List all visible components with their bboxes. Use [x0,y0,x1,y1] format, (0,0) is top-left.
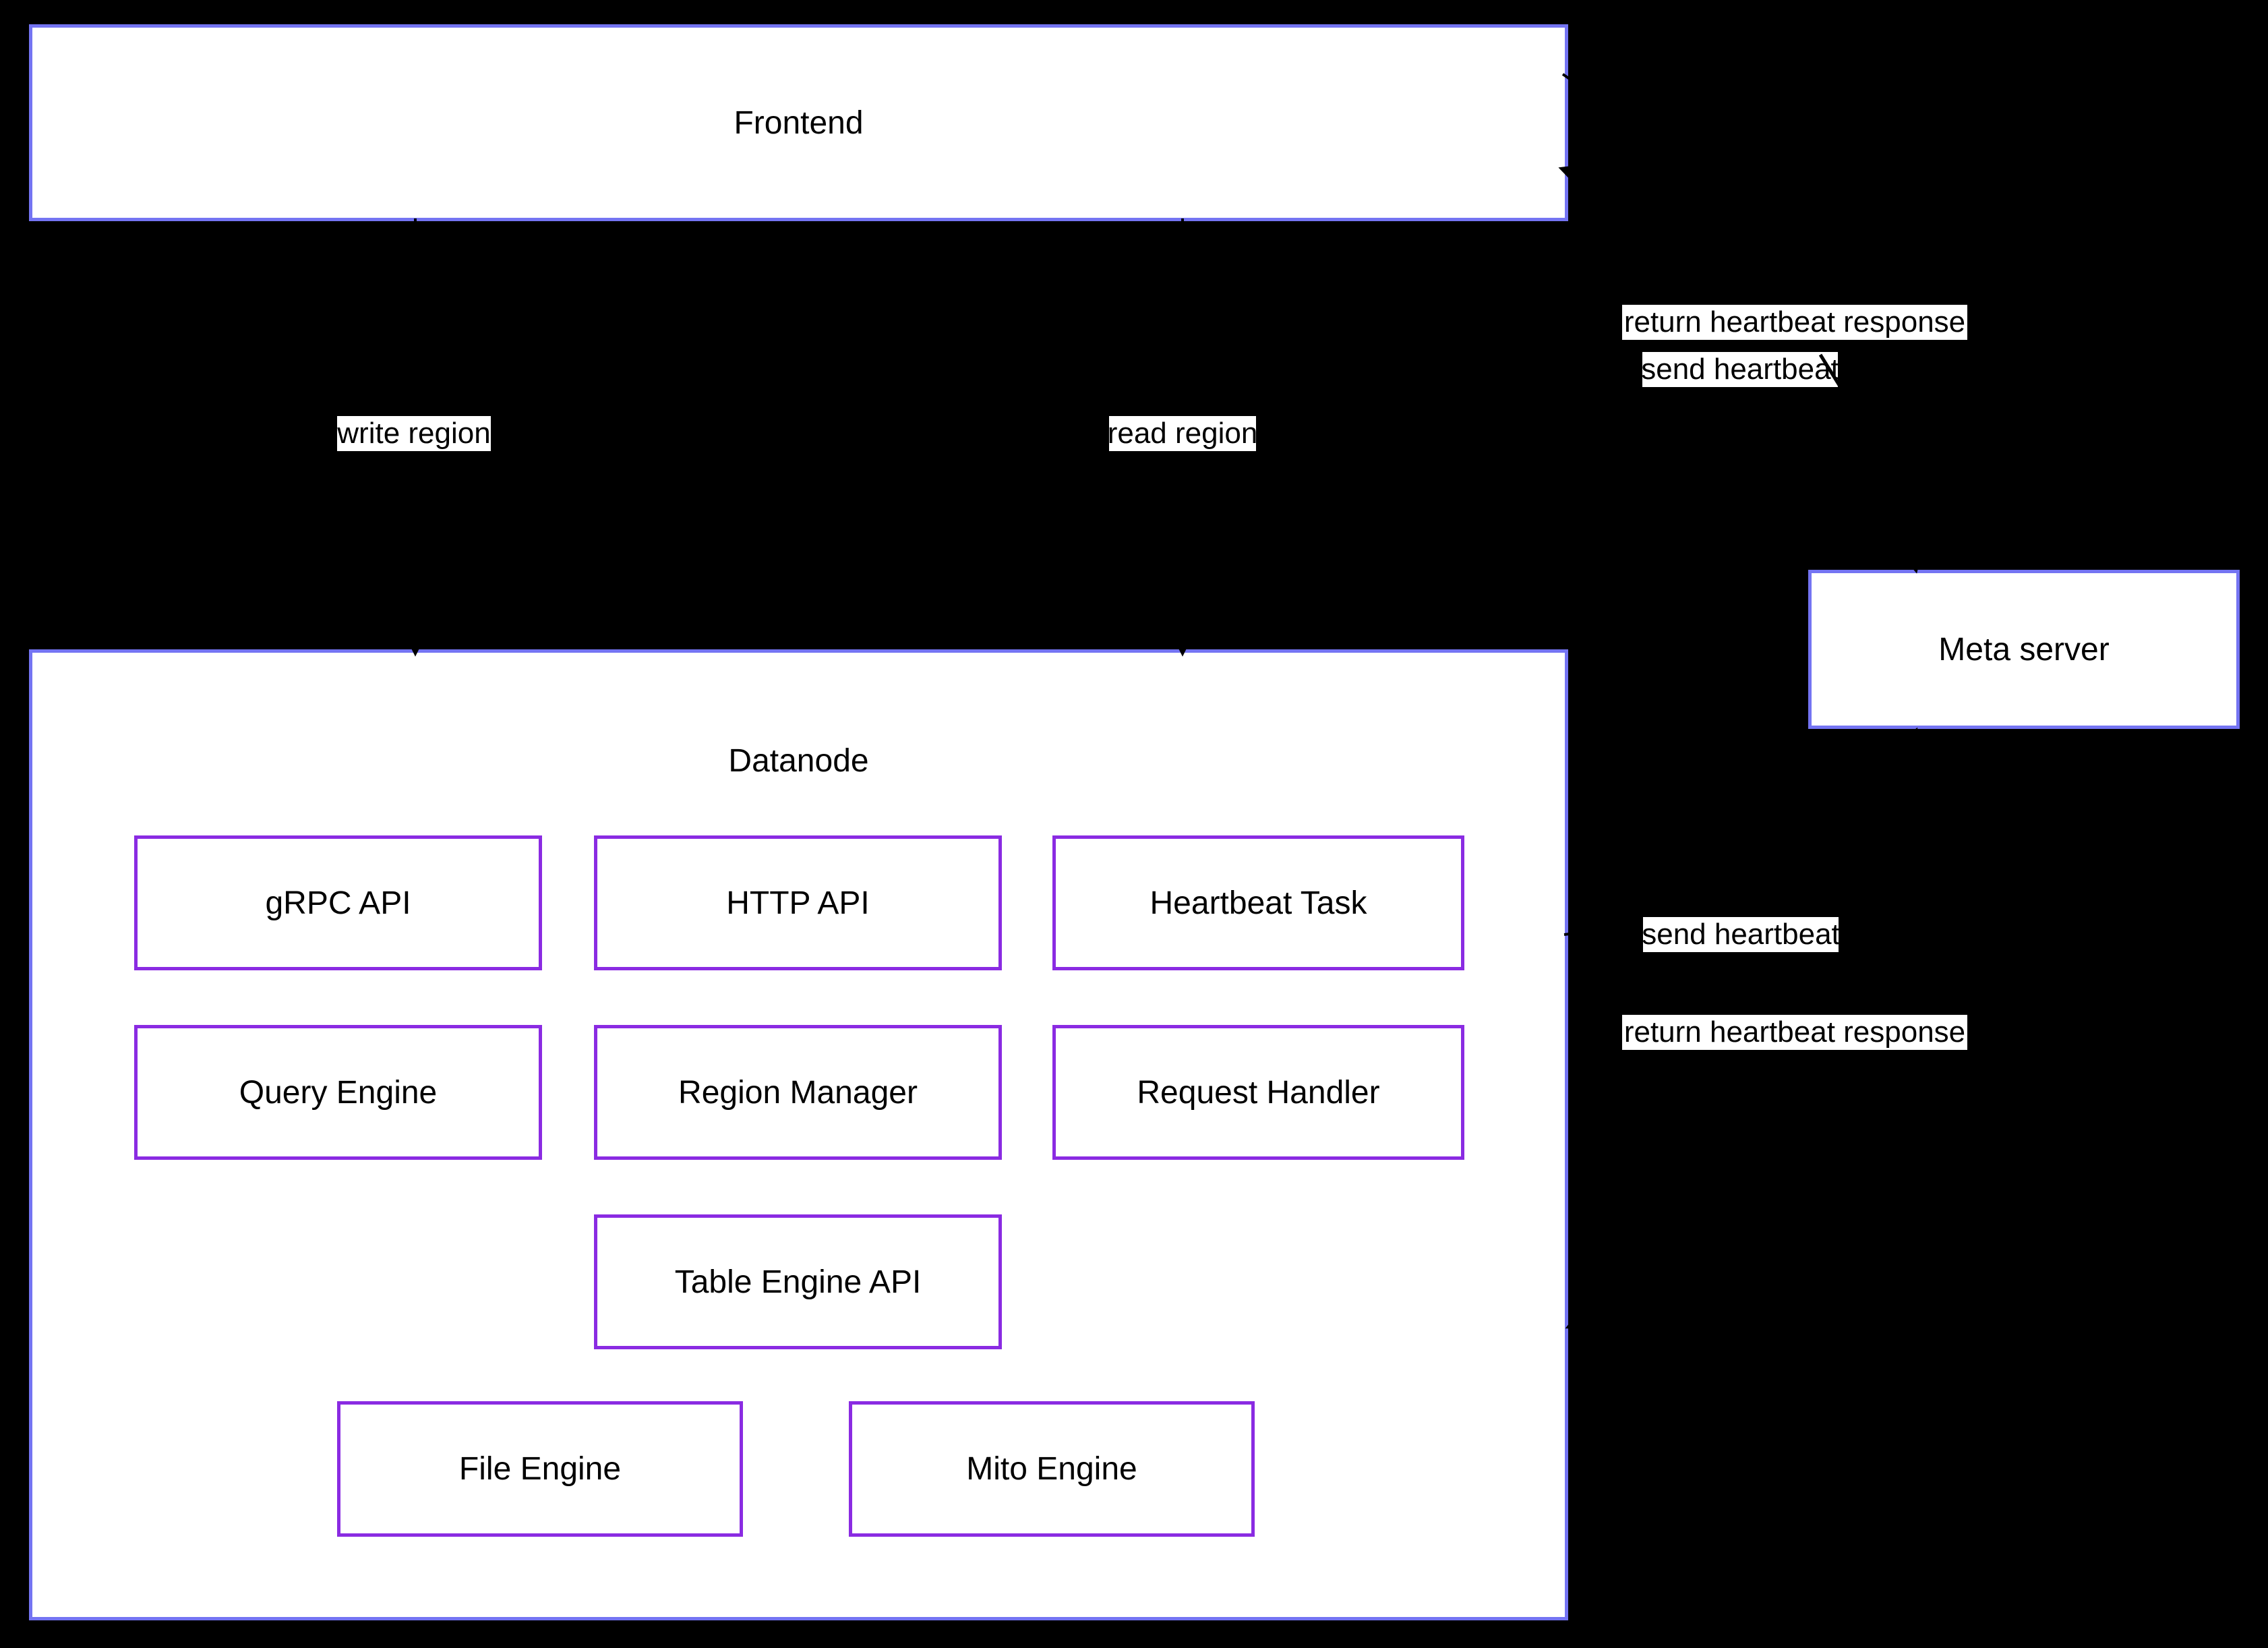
edge-label-send-heartbeat-datanode: send heartbeat [1642,917,1840,952]
node-region-manager: Region Manager [594,1025,1002,1160]
edge-label-read-region: read region [1107,416,1258,451]
edge-label-send-heartbeat-frontend: send heartbeat [1641,352,1839,387]
node-frontend: Frontend [29,24,1568,221]
node-query-engine-label: Query Engine [239,1074,438,1111]
node-grpc-api: gRPC API [134,835,542,970]
node-region-manager-label: Region Manager [678,1074,918,1111]
node-meta-server: Meta server [1808,570,2240,729]
node-heartbeat-task: Heartbeat Task [1052,835,1464,970]
node-file-engine-label: File Engine [458,1451,622,1487]
node-mito-engine-label: Mito Engine [966,1451,1137,1487]
node-mito-engine: Mito Engine [849,1401,1255,1537]
node-table-engine-api: Table Engine API [594,1214,1002,1349]
edge-send-heartbeat-datanode [1563,727,1918,936]
node-query-engine: Query Engine [134,1025,542,1160]
node-http-api: HTTP API [594,835,1002,970]
edge-label-return-heartbeat-datanode: return heartbeat response [1622,1015,1967,1050]
node-frontend-label: Frontend [734,105,864,141]
edge-label-return-heartbeat-frontend: return heartbeat response [1622,305,1967,340]
node-file-engine: File Engine [337,1401,743,1537]
node-table-engine-api-label: Table Engine API [674,1264,922,1300]
node-heartbeat-task-label: Heartbeat Task [1150,885,1367,921]
node-grpc-api-label: gRPC API [265,885,411,921]
node-request-handler-label: Request Handler [1137,1074,1380,1111]
node-request-handler: Request Handler [1052,1025,1464,1160]
node-meta-server-label: Meta server [1938,631,2110,668]
node-http-api-label: HTTP API [726,885,870,921]
edge-label-write-region: write region [337,416,491,451]
node-datanode-label: Datanode [728,743,869,779]
